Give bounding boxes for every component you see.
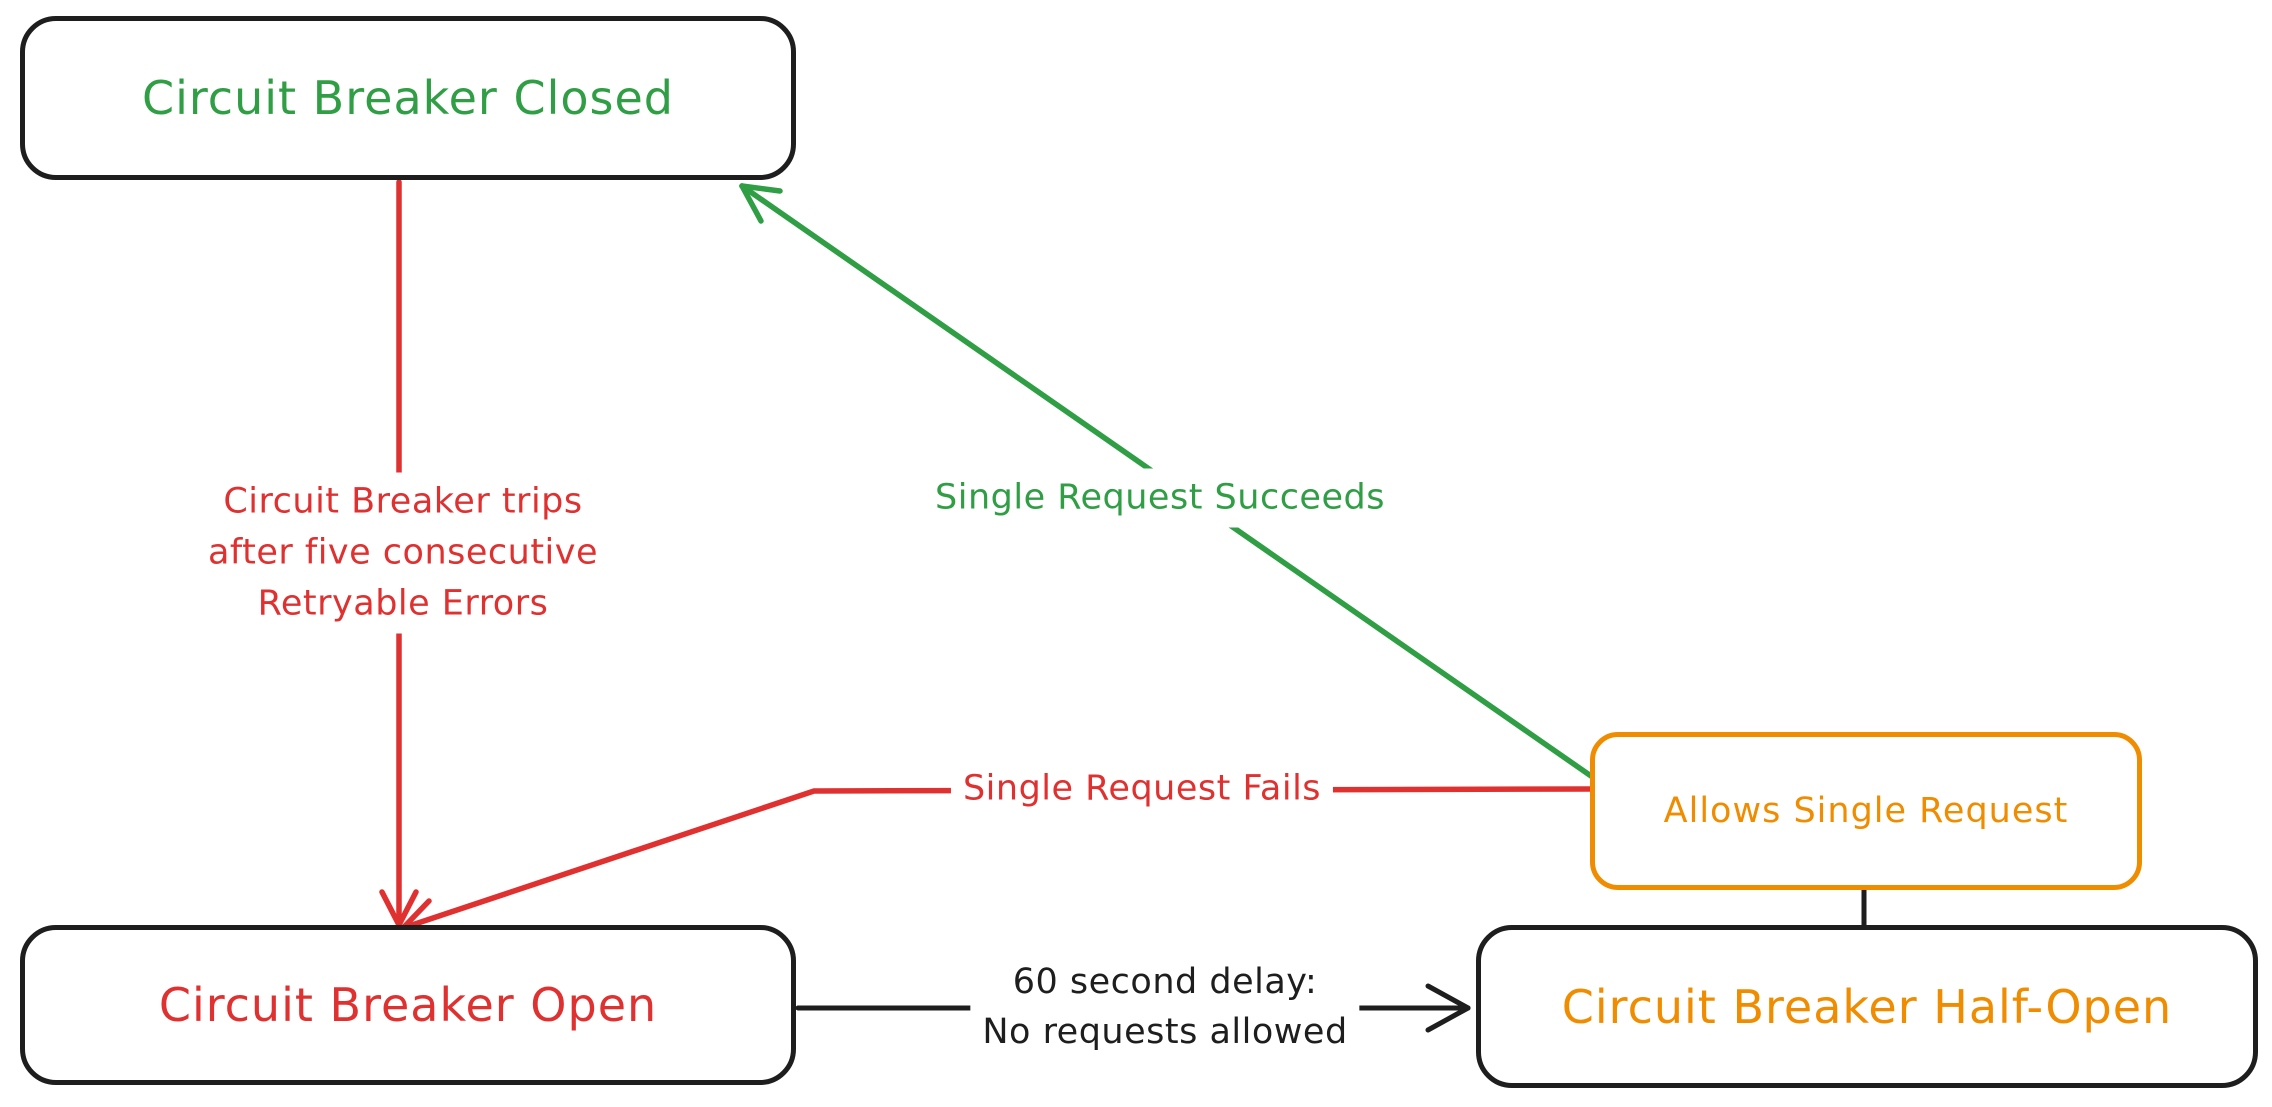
state-closed-label: Circuit Breaker Closed [142,71,674,125]
state-open-label: Circuit Breaker Open [158,978,658,1032]
state-half-open-box: Circuit Breaker Half-Open [1476,925,2258,1088]
edge-delay-label-line-1: 60 second delay: [1012,962,1318,1002]
edge-succeeds-label: Single Request Succeeds [923,468,1397,528]
edge-trip-label-line-1: Circuit Breaker trips [223,481,583,522]
edge-delay-label: 60 second delay: No requests allowed [970,953,1360,1061]
edge-delay-label-line-2: No requests allowed [982,1012,1348,1052]
allows-single-request-box: Allows Single Request [1590,732,2142,890]
edge-trip-label-line-2: after five consecutive [207,532,599,573]
edge-trip-label: Circuit Breaker trips after five consecu… [195,472,611,634]
edge-trip-label-line-3: Retryable Errors [257,583,549,624]
state-open-box: Circuit Breaker Open [20,925,796,1085]
allows-single-request-label: Allows Single Request [1663,791,2069,831]
state-half-open-label: Circuit Breaker Half-Open [1561,979,2173,1034]
edge-fails-label: Single Request Fails [950,759,1334,819]
state-closed-box: Circuit Breaker Closed [20,16,796,180]
